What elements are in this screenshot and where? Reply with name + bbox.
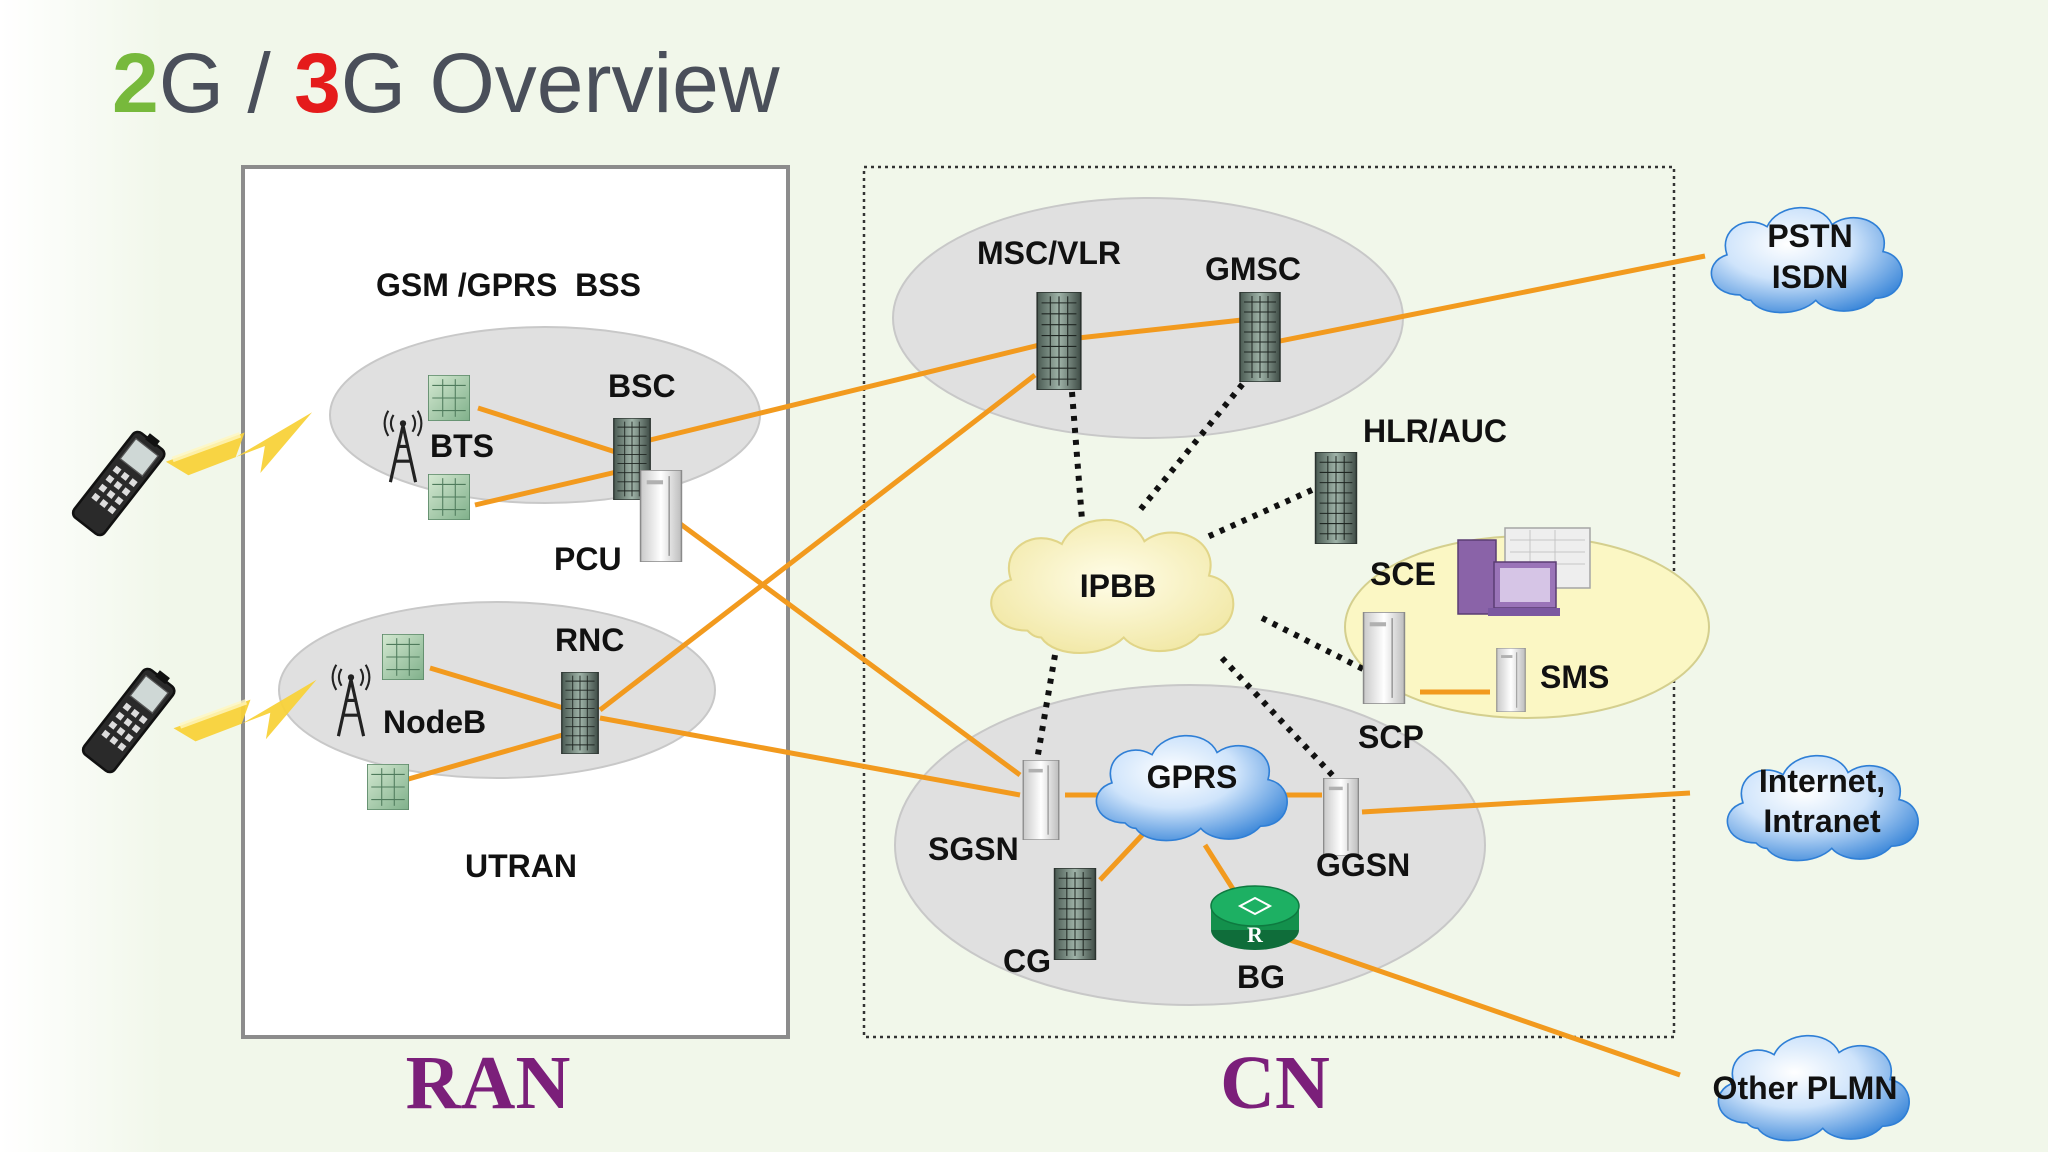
title-2-digit: 2	[112, 36, 159, 130]
gprs-cloud: GPRS	[1095, 734, 1288, 842]
gmsc-rack-icon	[1239, 292, 1281, 382]
ggsn-server-icon	[1322, 778, 1360, 856]
ipbb-cloud: IPBB	[990, 518, 1235, 655]
title-3-digit: 3	[294, 36, 341, 130]
other-plmn-label: Other PLMN	[1713, 1070, 1898, 1106]
cg-rack-icon	[1053, 868, 1097, 960]
sms-label: SMS	[1540, 659, 1609, 695]
computer-icon	[1457, 527, 1591, 616]
gprs-label: GPRS	[1147, 759, 1238, 795]
scp-server-icon	[1362, 612, 1406, 704]
slide-title: 2G / 3G Overview	[112, 36, 780, 130]
router-letter: R	[1247, 922, 1264, 947]
hlr-rack-icon	[1314, 452, 1358, 544]
sgsn-server-icon	[1022, 760, 1060, 840]
nodeb-box-icon	[382, 634, 424, 680]
bg-label: BG	[1237, 959, 1285, 995]
nodeb-box-icon	[367, 764, 409, 810]
cg-label: CG	[1003, 943, 1051, 979]
rnc-rack-icon	[560, 672, 600, 754]
msc-ellipse	[892, 197, 1404, 439]
pcu-server-icon	[639, 470, 683, 562]
pstn-cloud: PSTN ISDN	[1710, 206, 1904, 314]
sce-label: SCE	[1370, 556, 1436, 592]
bts-label: BTS	[430, 428, 494, 464]
title-2g-rest: G /	[159, 36, 294, 130]
bsc-label: BSC	[608, 368, 676, 404]
sms-server-icon	[1495, 648, 1527, 712]
ipbb-label: IPBB	[1080, 568, 1156, 604]
scp-label: SCP	[1358, 719, 1424, 755]
msc-rack-icon	[1036, 292, 1082, 390]
dotted-links	[1032, 373, 1367, 781]
bts-box-icon	[428, 375, 470, 421]
bss-ellipse	[329, 326, 761, 504]
internet-label: Internet,	[1759, 763, 1885, 799]
cn-region-label: CN	[1220, 1041, 1330, 1125]
intranet-label: Intranet	[1763, 803, 1881, 839]
ran-region-label: RAN	[406, 1041, 571, 1125]
internet-cloud: Internet, Intranet	[1726, 754, 1920, 862]
bss-title: GSM /GPRS BSS	[376, 267, 641, 303]
pstn-label: PSTN	[1767, 218, 1852, 254]
gmsc-label: GMSC	[1205, 251, 1301, 287]
msc-vlr-label: MSC/VLR	[977, 235, 1121, 271]
sgsn-label: SGSN	[928, 831, 1019, 867]
hlr-auc-label: HLR/AUC	[1363, 413, 1507, 449]
ggsn-label: GGSN	[1316, 847, 1410, 883]
title-3g-rest: G Overview	[341, 36, 780, 130]
rnc-label: RNC	[555, 622, 624, 658]
links	[404, 253, 1706, 1078]
bts-box-icon	[428, 474, 470, 520]
isdn-label: ISDN	[1772, 259, 1848, 295]
router-icon: R	[1210, 885, 1300, 950]
utran-label: UTRAN	[465, 848, 577, 884]
other-plmn-cloud: Other PLMN	[1713, 1034, 1911, 1142]
pcu-label: PCU	[554, 541, 622, 577]
nodeb-label: NodeB	[383, 704, 486, 740]
